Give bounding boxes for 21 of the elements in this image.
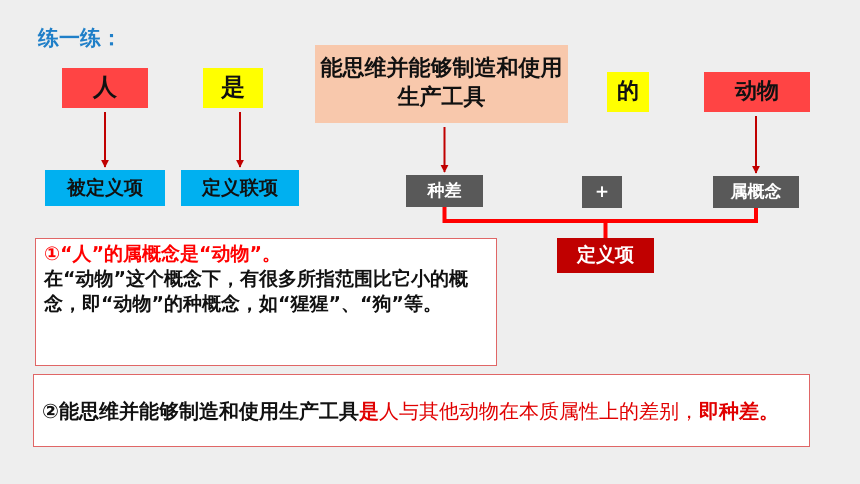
- arrow: [752, 116, 760, 174]
- arrow: [101, 112, 109, 168]
- term-box: 是: [203, 68, 263, 108]
- label-box: 定义联项: [181, 170, 299, 206]
- plus-box: +: [582, 176, 622, 208]
- term-box: 能思维并能够制造和使用生产工具: [315, 45, 568, 123]
- note-box: [35, 238, 497, 366]
- term-box: 人: [62, 68, 148, 108]
- note-box: [33, 374, 810, 447]
- label-box: 被定义项: [45, 170, 165, 206]
- arrow: [236, 112, 244, 168]
- label-box: 定义项: [557, 238, 654, 273]
- note-text: 在“动物”这个概念下，有很多所指范围比它小的概念，即“动物”的种概念，如“猩猩”、“狗”等。: [44, 267, 469, 318]
- note-heading: ①“人”的属概念是“动物”。: [44, 242, 282, 267]
- title: 练一练：: [38, 25, 122, 52]
- term-box: 的: [607, 72, 649, 112]
- label-box: 种差: [406, 175, 483, 207]
- arrow: [440, 127, 448, 173]
- term-box: 动物: [704, 72, 810, 112]
- label-box: 属概念: [713, 176, 799, 208]
- note-text: ②能思维并能够制造和使用生产工具是人与其他动物在本质属性上的差别，即种差。: [42, 398, 779, 424]
